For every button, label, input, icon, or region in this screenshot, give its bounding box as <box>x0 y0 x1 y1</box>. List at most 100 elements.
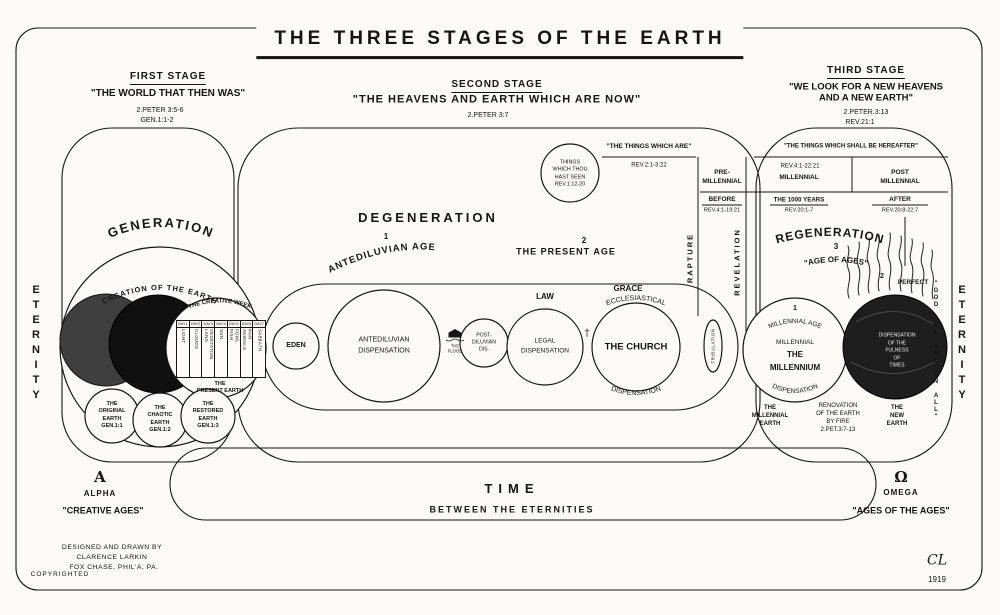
third-stage-quote-line1: "WE LOOK FOR A NEW HEAVENS <box>788 81 944 93</box>
day-subject: FOWL <box>234 329 240 344</box>
omega-icon: Ω <box>894 468 908 486</box>
text-line: THE <box>450 343 460 349</box>
age-of-ages-label: "AGE OF AGES" <box>803 255 869 268</box>
present-age-label: THE PRESENT AGE <box>516 246 616 257</box>
post-millennial-line1: POST <box>891 169 909 177</box>
text-line: DIS. <box>478 346 490 353</box>
new-earth-sphere <box>842 294 948 400</box>
restored-earth-label: THE RESTORED EARTH GEN.1:3 <box>193 401 223 431</box>
day-subject: LIGHT <box>181 329 187 344</box>
text-line: EARTH <box>102 416 122 422</box>
age2-number: 2 <box>581 236 587 246</box>
text-line: GEN.1:2 <box>149 427 171 434</box>
first-stage-quote: "THE WORLD THAT THEN WAS" <box>90 88 246 99</box>
church-dispensation-arc-text: DISPENSATION <box>610 386 662 397</box>
after-label: AFTER <box>889 196 911 204</box>
text-line: LEGAL <box>534 337 556 345</box>
sphere-swirl <box>850 359 939 374</box>
text-line: EARTH <box>759 421 781 428</box>
third-stage-heading: THIRD STAGE <box>826 65 906 79</box>
church-label: THE CHURCH <box>604 341 668 353</box>
degeneration-label: DEGENERATION <box>358 210 498 226</box>
time-label: TIME <box>484 481 540 497</box>
day-subject: CLOUDS <box>193 329 199 350</box>
second-stage-ref: 2.PETER 3:7 <box>467 111 509 119</box>
page-title: THE THREE STAGES OF THE EARTH <box>256 25 744 59</box>
pre-millennial-line2: MILLENNIAL <box>702 178 742 186</box>
antediluvian-dispensation-label: ANTEDILUVIAN DISPENSATION <box>358 336 410 357</box>
generation-arc-text: GENERATION <box>105 215 216 241</box>
age-of-ages-arc-text: "AGE OF AGES" <box>803 255 869 268</box>
day-number: 1 <box>185 322 188 326</box>
day-header: DAY5 <box>227 321 240 329</box>
tribulation-label: TRIBULATION <box>710 328 716 364</box>
text-line: THINGS <box>559 159 581 166</box>
text-line: EARTH <box>886 421 908 428</box>
text-line: BY FIRE <box>826 419 850 425</box>
generation-circles <box>59 246 267 448</box>
omega-label: OMEGA <box>883 488 919 498</box>
text-line: THE <box>214 380 226 387</box>
creative-ages-label: "CREATIVE AGES" <box>62 505 144 516</box>
tribulation-lens <box>703 319 723 373</box>
text-line: MILLENNIAL <box>751 412 789 419</box>
third-stage-loop <box>755 127 953 463</box>
grace-label: GRACE <box>613 284 643 294</box>
text-line: EARTH <box>150 420 170 426</box>
second-stage-loop <box>237 127 761 463</box>
text-line: THE <box>154 405 166 412</box>
credit-line1: DESIGNED AND DRAWN BY <box>61 543 163 551</box>
millennium-millennial-label: MILLENNIAL <box>776 339 814 347</box>
things-which-are-heading: "THE THINGS WHICH ARE" <box>606 143 692 151</box>
third-stage-ref1: 2.PETER.3:13 <box>843 108 889 116</box>
text-line: THE <box>202 401 214 408</box>
text-line: HAST SEEN <box>554 174 586 180</box>
text-line: ANTEDILUVIAN <box>358 336 410 344</box>
between-eternities-label: BETWEEN THE ETERNITIES <box>429 504 595 515</box>
text-line: PRESENT EARTH <box>196 388 244 394</box>
day-word: DAY <box>190 322 199 326</box>
sphere-swirl <box>855 311 934 325</box>
age3-number: 3 <box>833 242 839 252</box>
day-column: DAY4 SUN <box>215 321 228 377</box>
fulness-of-times-label: DISPENSATION OF THE FULNESS OF TIMES <box>879 332 916 370</box>
text-line: ORIGINAL <box>98 408 126 415</box>
eden-circle <box>272 322 320 370</box>
legal-circle <box>506 308 584 386</box>
perfect-number: 2 <box>880 272 884 280</box>
text-line: DISPENSATION <box>521 347 569 354</box>
rapture-label: RAPTURE <box>685 232 695 284</box>
text-line: RESTORED <box>192 408 224 415</box>
dispensation-circles <box>272 143 848 403</box>
things-seen-label: THINGS WHICH THOU HAST SEEN REV.1:12-20 <box>553 159 588 188</box>
original-earth-label: THE ORIGINAL EARTH GEN.1:1 <box>99 401 126 431</box>
perfect-label: PERFECT <box>897 279 929 287</box>
text-line: THE <box>763 404 776 411</box>
new-earth-group <box>842 232 948 400</box>
millennial-heading: MILLENNIAL <box>779 174 819 182</box>
eternity-right-label: ETERNITY <box>956 284 968 404</box>
day-word: DAY <box>178 322 186 326</box>
text-line: THE <box>890 404 903 411</box>
day-header: DAY4 <box>215 321 227 329</box>
day-number: 3 <box>211 322 214 326</box>
text-line: POST- <box>476 332 492 339</box>
day-header: DAY7 <box>253 321 266 329</box>
antediluvian-circle <box>327 289 441 403</box>
copyrighted-label: COPYRIGHTED <box>30 571 90 579</box>
year-label: 1919 <box>928 575 946 585</box>
antediluvian-age-label: ANTEDILUVIAN AGE <box>326 241 435 275</box>
things-which-are-ref: REV.2:1-3:22 <box>631 162 667 169</box>
day-number: 5 <box>236 322 239 326</box>
pre-millennial-ref: REV.4:1-19:21 <box>703 207 741 214</box>
third-stage-ref2: REV.21:1 <box>845 118 875 126</box>
time-loop <box>169 447 877 521</box>
text-line: FLOOD <box>447 349 463 354</box>
day-subject: MAN <box>247 329 253 340</box>
law-label: LAW <box>536 292 554 302</box>
day-column: DAY1 LIGHT <box>177 321 190 377</box>
post-millennial-line2: MILLENNIAL <box>880 178 920 186</box>
